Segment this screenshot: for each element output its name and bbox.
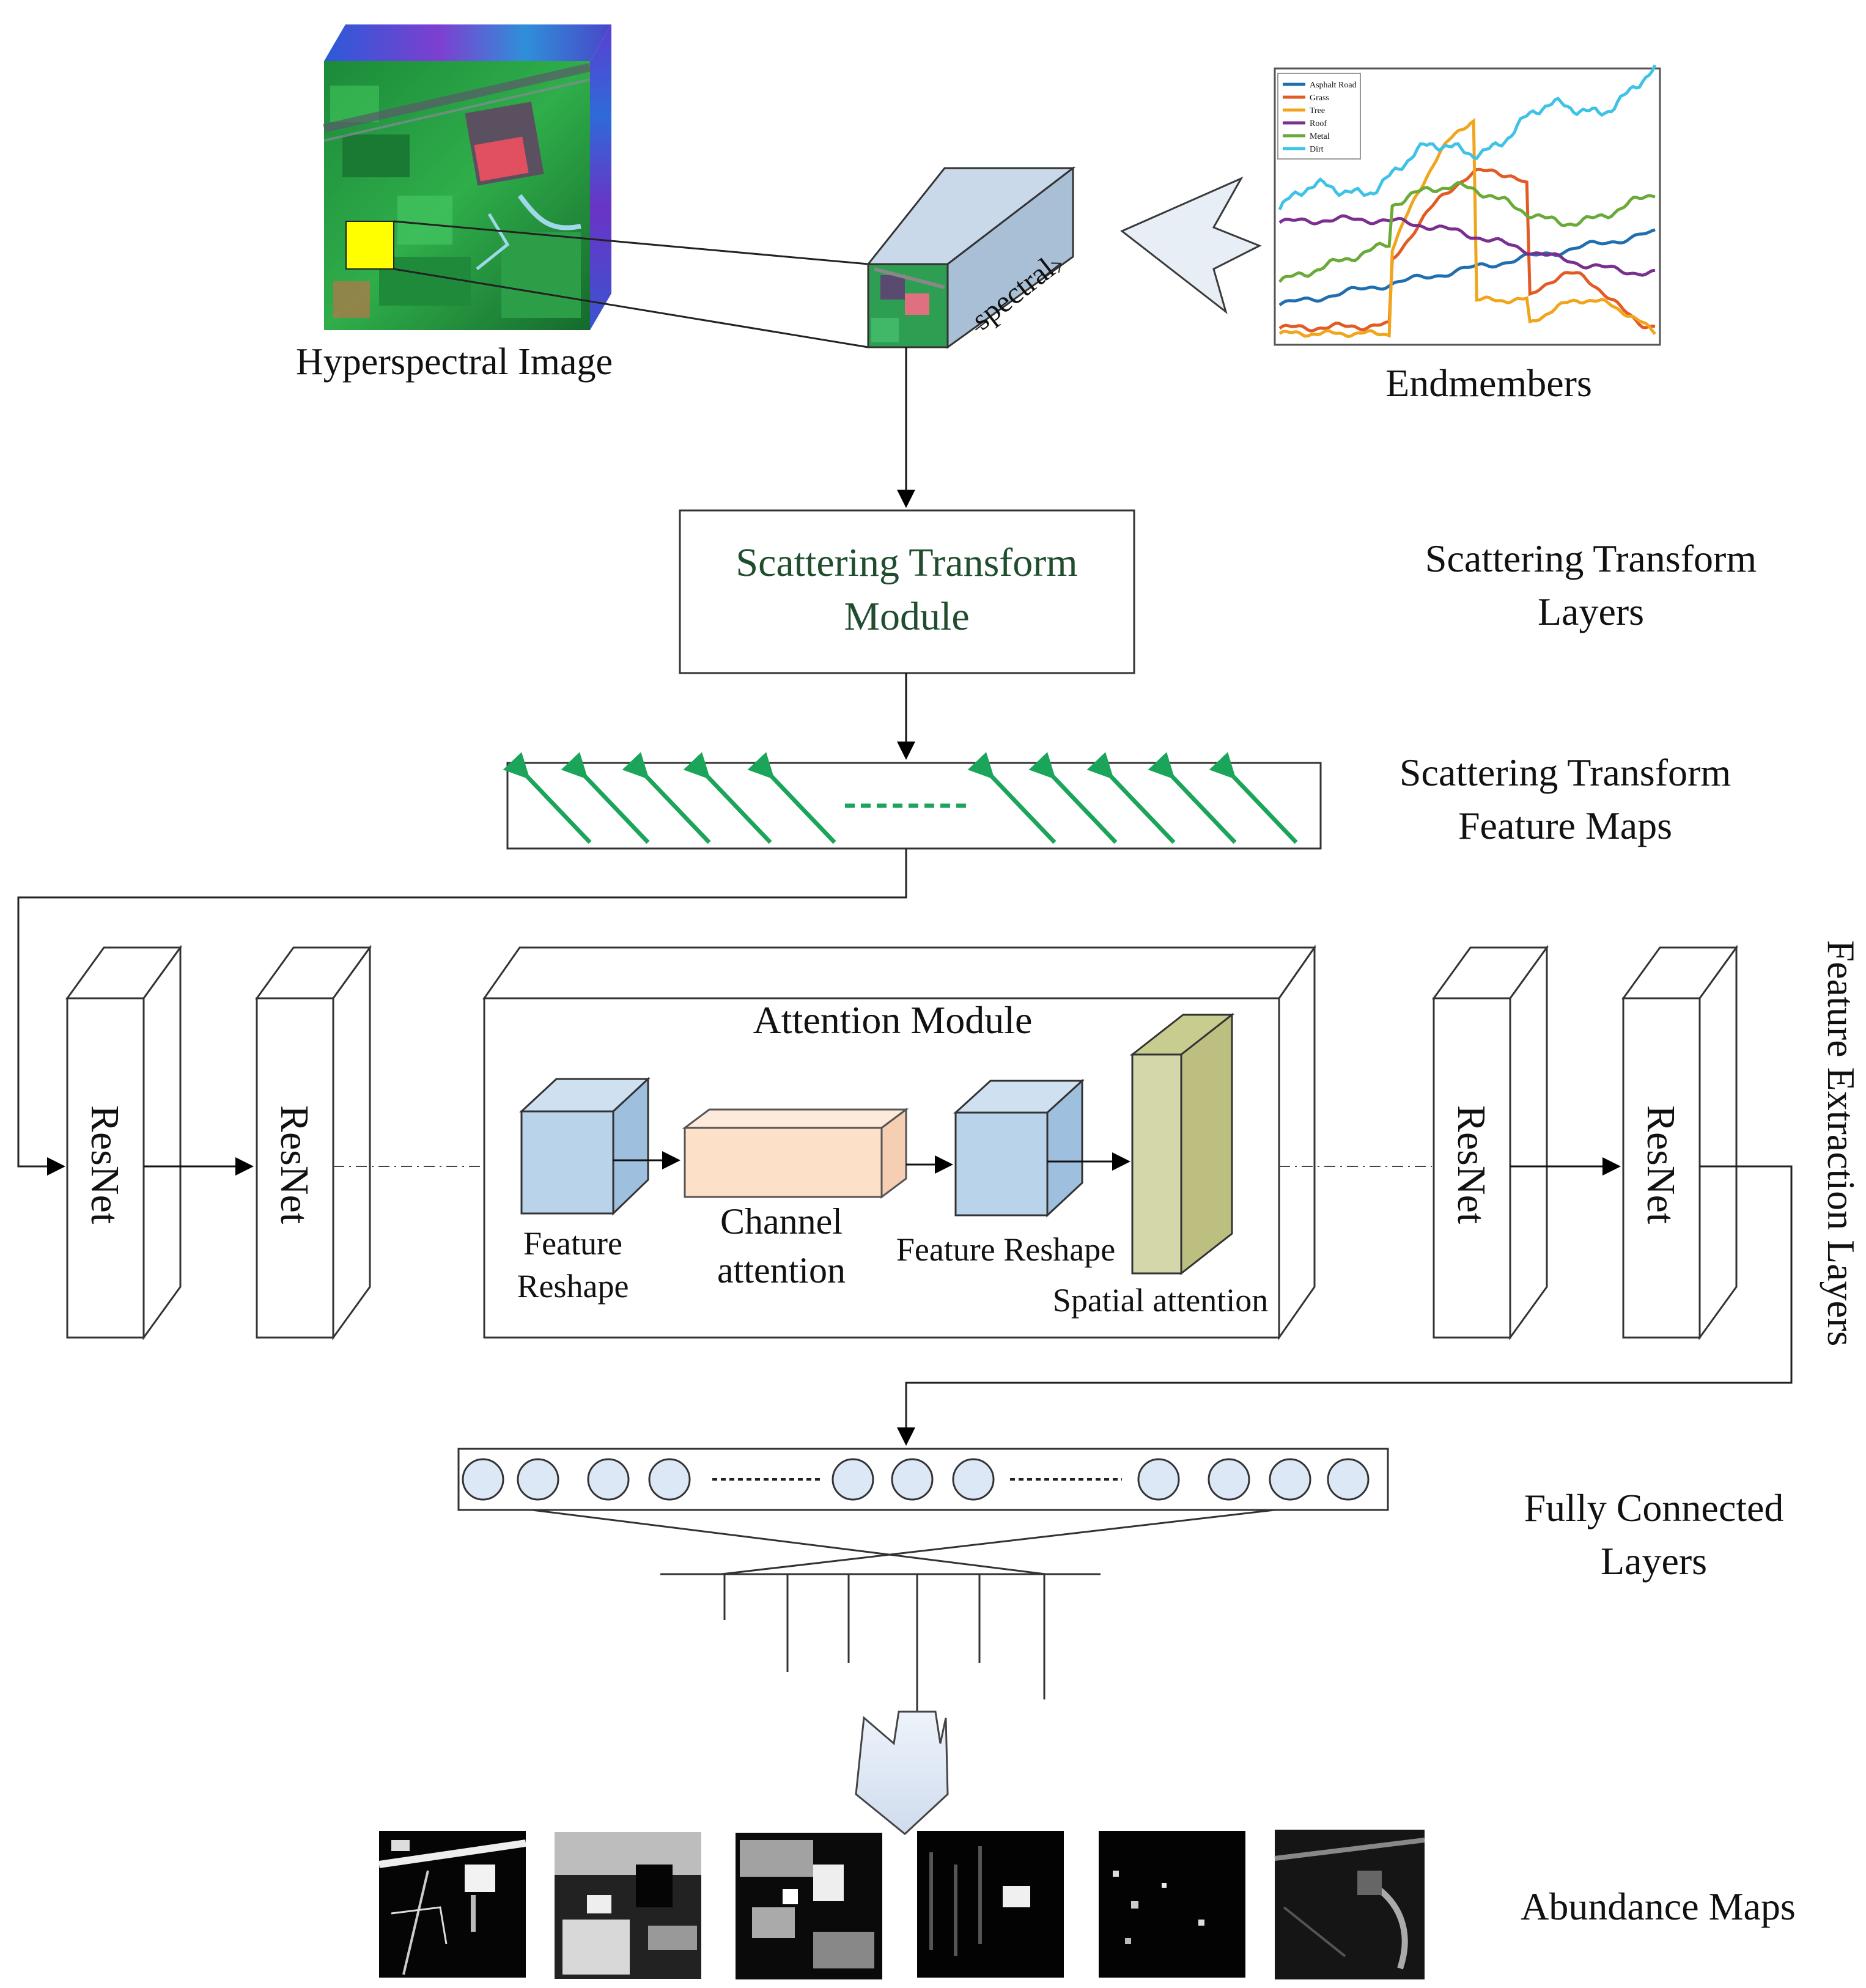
legend-entry: Tree [1310,106,1325,116]
feature-reshape-1-line1: Feature [523,1225,622,1262]
endmember-legend-box [1277,73,1361,160]
resnet-label-3: ResNet [1449,1105,1494,1224]
resnet-label-2: ResNet [272,1105,317,1224]
feature-maps-label-line1: Scattering Transform [1400,751,1731,794]
abundance-map-2 [555,1832,701,1979]
cube-side-face [590,24,611,330]
feature-reshape-1-line2: Reshape [517,1268,629,1305]
fc-neuron [891,1458,934,1501]
endmember-spectrum [1278,214,1656,277]
feature-map-arrow [1086,752,1176,844]
channel-attention-line2: attention [717,1250,846,1290]
feature-map-arrow [1148,752,1237,844]
legend-entry: Dirt [1310,145,1324,154]
endmember-spectrum [1278,168,1656,333]
attention-module-title: Attention Module [753,998,1033,1042]
spatial-attention-label: Spatial attention [1053,1282,1268,1319]
feature-map-arrow [503,752,592,844]
fc-neuron [1269,1458,1311,1501]
resnet-block-1: ResNet [65,944,182,1341]
fc-neuron [1208,1458,1250,1501]
abundance-map-6 [1274,1830,1425,1979]
output-connections [531,1509,1275,1754]
endmembers-label: Endmembers [1385,361,1592,405]
feature-map-arrow [967,752,1057,844]
fc-neuron [832,1458,874,1501]
feature-map-arrow [1028,752,1118,844]
fully-connected-label-line1: Fully Connected [1524,1486,1784,1530]
feature-map-arrow [747,752,836,844]
resnet-label-1: ResNet [83,1105,127,1224]
fully-connected-label-line2: Layers [1601,1539,1707,1583]
feature-map-arrow [1209,752,1298,844]
hyperspectral-image-label: Hyperspectral Image [296,341,613,383]
legend-entry: Asphalt Road [1310,81,1357,90]
endmember-spectrum [1278,181,1656,283]
abundance-maps [378,1830,1425,1979]
abundance-map-4 [917,1831,1064,1978]
endmember-spectrum [1278,117,1656,339]
feature-map-arrows [503,752,1298,844]
scattering-layers-label-line1: Scattering Transform [1425,537,1757,580]
channel-attention-block [682,1108,909,1199]
channel-attention-line1: Channel [720,1201,843,1242]
legend-entry: Roof [1310,119,1327,128]
attention-module: Attention Module Feature Reshape Channel… [482,944,1316,1341]
cube-top-face [324,24,611,61]
fc-neuron [517,1458,559,1501]
feature-extraction-layers-label: Feature Extraction Layers [1820,940,1863,1347]
abundance-map-3 [736,1833,882,1979]
scattering-layers-label-line2: Layers [1538,590,1644,633]
feature-reshape-cube-2 [953,1078,1085,1218]
selected-patch [345,221,394,270]
resnet-block-3: ResNet [1432,944,1549,1341]
resnet-block-4: ResNet [1621,944,1738,1341]
spectral-prism [866,166,1076,349]
abundance-map-1 [378,1831,526,1978]
legend-entry: Metal [1310,132,1330,141]
resnet-label-4: ResNet [1639,1105,1683,1224]
fc-neuron [1327,1458,1370,1501]
fc-neuron [648,1458,691,1501]
fc-neuron [1137,1458,1180,1501]
output-down-arrow [855,1710,949,1835]
legend-entry: Grass [1310,94,1329,103]
feature-map-arrow [561,752,650,844]
feature-reshape-2-label: Feature Reshape [896,1231,1115,1268]
feature-reshape-cube-1 [519,1077,651,1216]
endmember-to-prism-arrow [1120,176,1262,314]
hyperspectral-cube [323,24,611,330]
fc-neurons [462,1458,1370,1501]
abundance-map-5 [1099,1831,1245,1978]
endmember-spectrum [1278,64,1657,210]
feature-map-arrow [683,752,772,844]
resnet-block-2: ResNet [255,944,372,1341]
feature-maps-label-line2: Feature Maps [1458,804,1672,847]
scattering-module-title-line1: Scattering Transform [736,540,1077,585]
spatial-attention-block [1129,1012,1235,1276]
endmember-spectra [1278,64,1657,339]
endmember-spectrum [1278,228,1656,307]
scattering-module-title-line2: Module [844,594,969,639]
abundance-maps-label: Abundance Maps [1521,1885,1796,1928]
feature-map-arrow [622,752,711,844]
fc-neuron [952,1458,995,1501]
scattering-transform-module [679,509,1135,674]
fc-neuron [587,1458,630,1501]
fc-neuron [462,1458,504,1501]
